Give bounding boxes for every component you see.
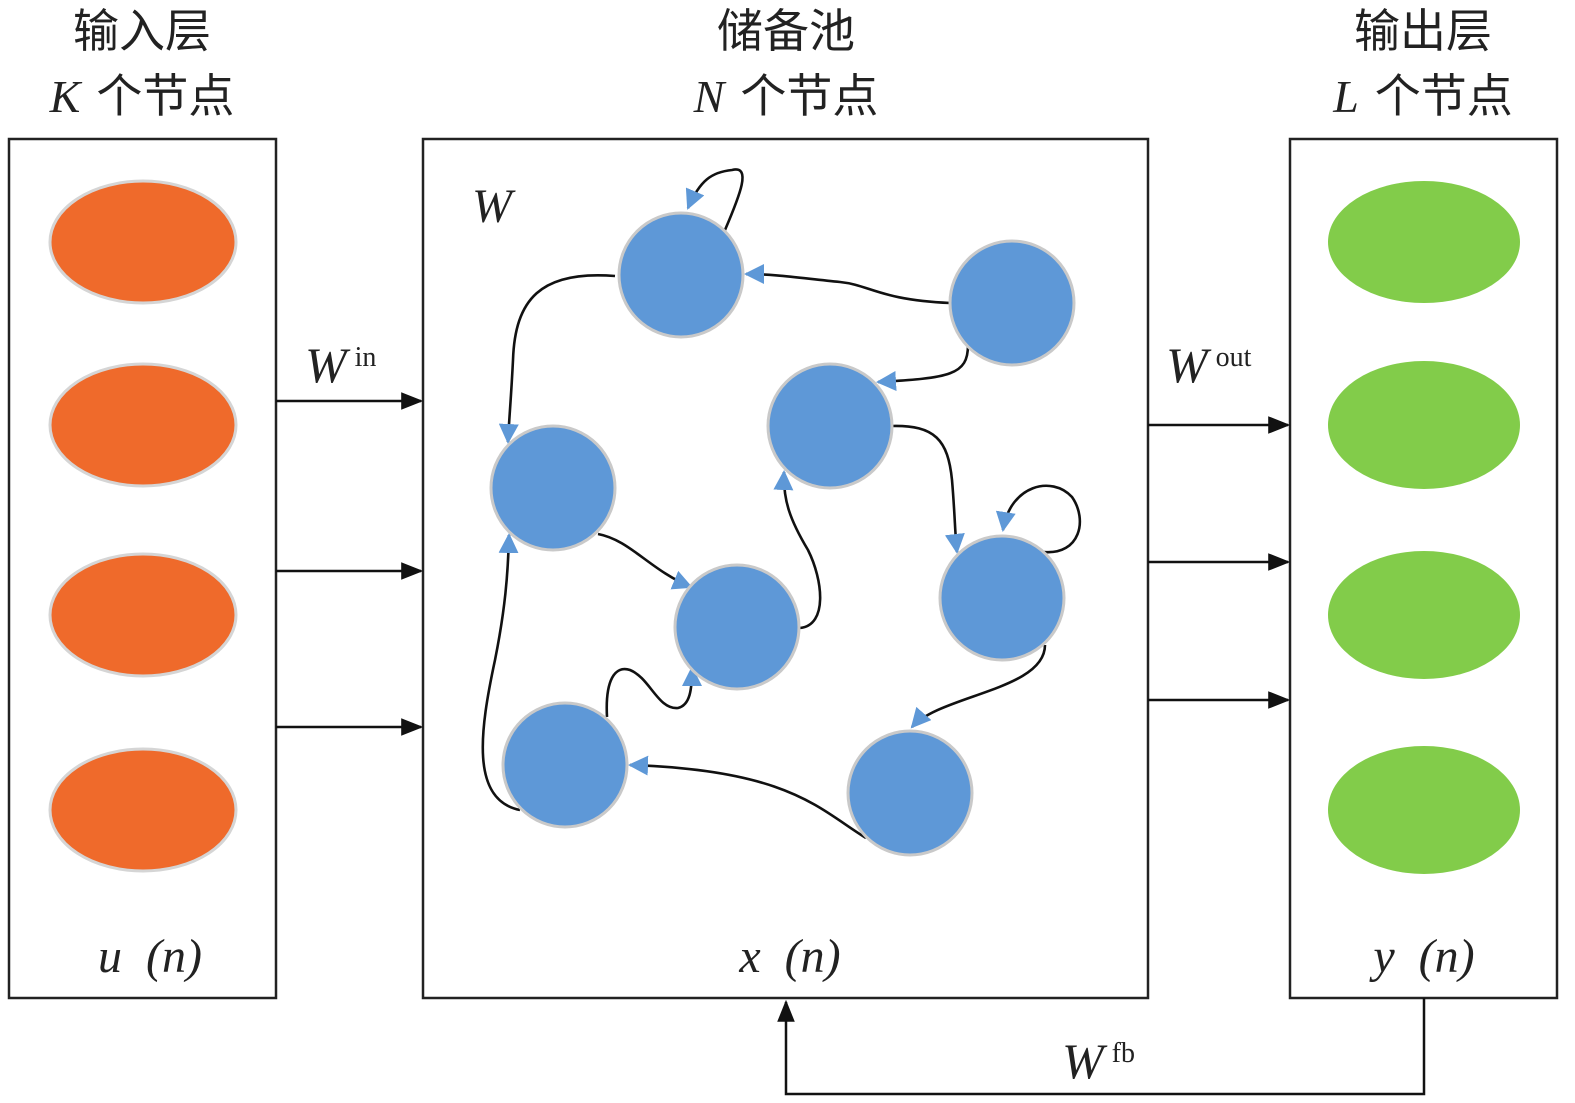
- output-node-count-var: L: [1332, 71, 1359, 122]
- output-signal-label: y (n): [1368, 930, 1474, 983]
- output-node: [1328, 746, 1520, 874]
- input-weight-label: W in: [305, 337, 376, 393]
- reservoir-node: [501, 701, 629, 829]
- output-nodes: [1328, 181, 1520, 874]
- edge-rightlow-to-bottomright: [910, 644, 1047, 729]
- svg-text:K 个节点: K 个节点: [49, 69, 235, 123]
- self-loop-top: [685, 168, 744, 231]
- output-layer-header: 输出层 L 个节点: [1332, 4, 1513, 123]
- reservoir-node: [938, 534, 1066, 662]
- output-node: [1328, 181, 1520, 303]
- output-weight-arrows: [1148, 416, 1291, 709]
- edge-bottomleft-to-center: [605, 666, 702, 718]
- edge-right-to-top: [744, 264, 951, 305]
- reservoir-matrix-label: W: [472, 180, 516, 233]
- reservoir-node: [766, 362, 894, 490]
- feedback-weight-label: W fb: [1062, 1033, 1135, 1089]
- reservoir-nodes: [489, 211, 1076, 857]
- reservoir-edges: [481, 168, 1082, 840]
- input-node: [48, 179, 238, 305]
- edge-left-to-center: [597, 532, 693, 590]
- input-weight-arrows: [276, 392, 424, 736]
- reservoir-node: [846, 729, 974, 857]
- input-node: [48, 362, 238, 488]
- edge-top-to-left: [498, 273, 616, 444]
- feedback-arrow: [777, 998, 1426, 1096]
- output-node-count-text: 个节点: [1375, 69, 1513, 123]
- input-node: [48, 747, 238, 873]
- reservoir-signal-label: x (n): [738, 930, 840, 983]
- reservoir-header: 储备池 N 个节点: [693, 4, 879, 123]
- input-layer-title: 输入层: [73, 4, 211, 58]
- reservoir-node: [617, 211, 745, 339]
- output-node: [1328, 361, 1520, 489]
- input-layer-header: 输入层 K 个节点: [49, 4, 235, 123]
- edge-midcenter-to-rightlow: [891, 424, 965, 554]
- reservoir-title: 储备池: [717, 4, 855, 58]
- output-weight-label: W out: [1166, 337, 1252, 393]
- reservoir-node-count-text: 个节点: [740, 69, 878, 123]
- input-node: [48, 552, 238, 678]
- reservoir-node: [948, 239, 1076, 367]
- input-nodes: [48, 179, 238, 873]
- reservoir-node: [673, 563, 801, 691]
- edge-bottomright-to-bottomleft: [628, 755, 867, 840]
- self-loop-rightlow: [995, 484, 1082, 554]
- edge-bottomleft-to-left: [481, 533, 521, 812]
- svg-text:N 个节点: N 个节点: [693, 69, 879, 123]
- svg-text:L 个节点: L 个节点: [1332, 69, 1513, 123]
- reservoir-node-count-var: N: [693, 71, 727, 122]
- reservoir-node: [489, 424, 617, 552]
- output-node: [1328, 551, 1520, 679]
- edge-center-to-midcenter: [773, 470, 822, 630]
- output-layer-title: 输出层: [1354, 4, 1492, 58]
- input-node-count-text: 个节点: [96, 69, 234, 123]
- edge-right-to-midcenter: [876, 344, 970, 391]
- input-signal-label: u (n): [98, 930, 202, 983]
- input-node-count-var: K: [49, 71, 83, 122]
